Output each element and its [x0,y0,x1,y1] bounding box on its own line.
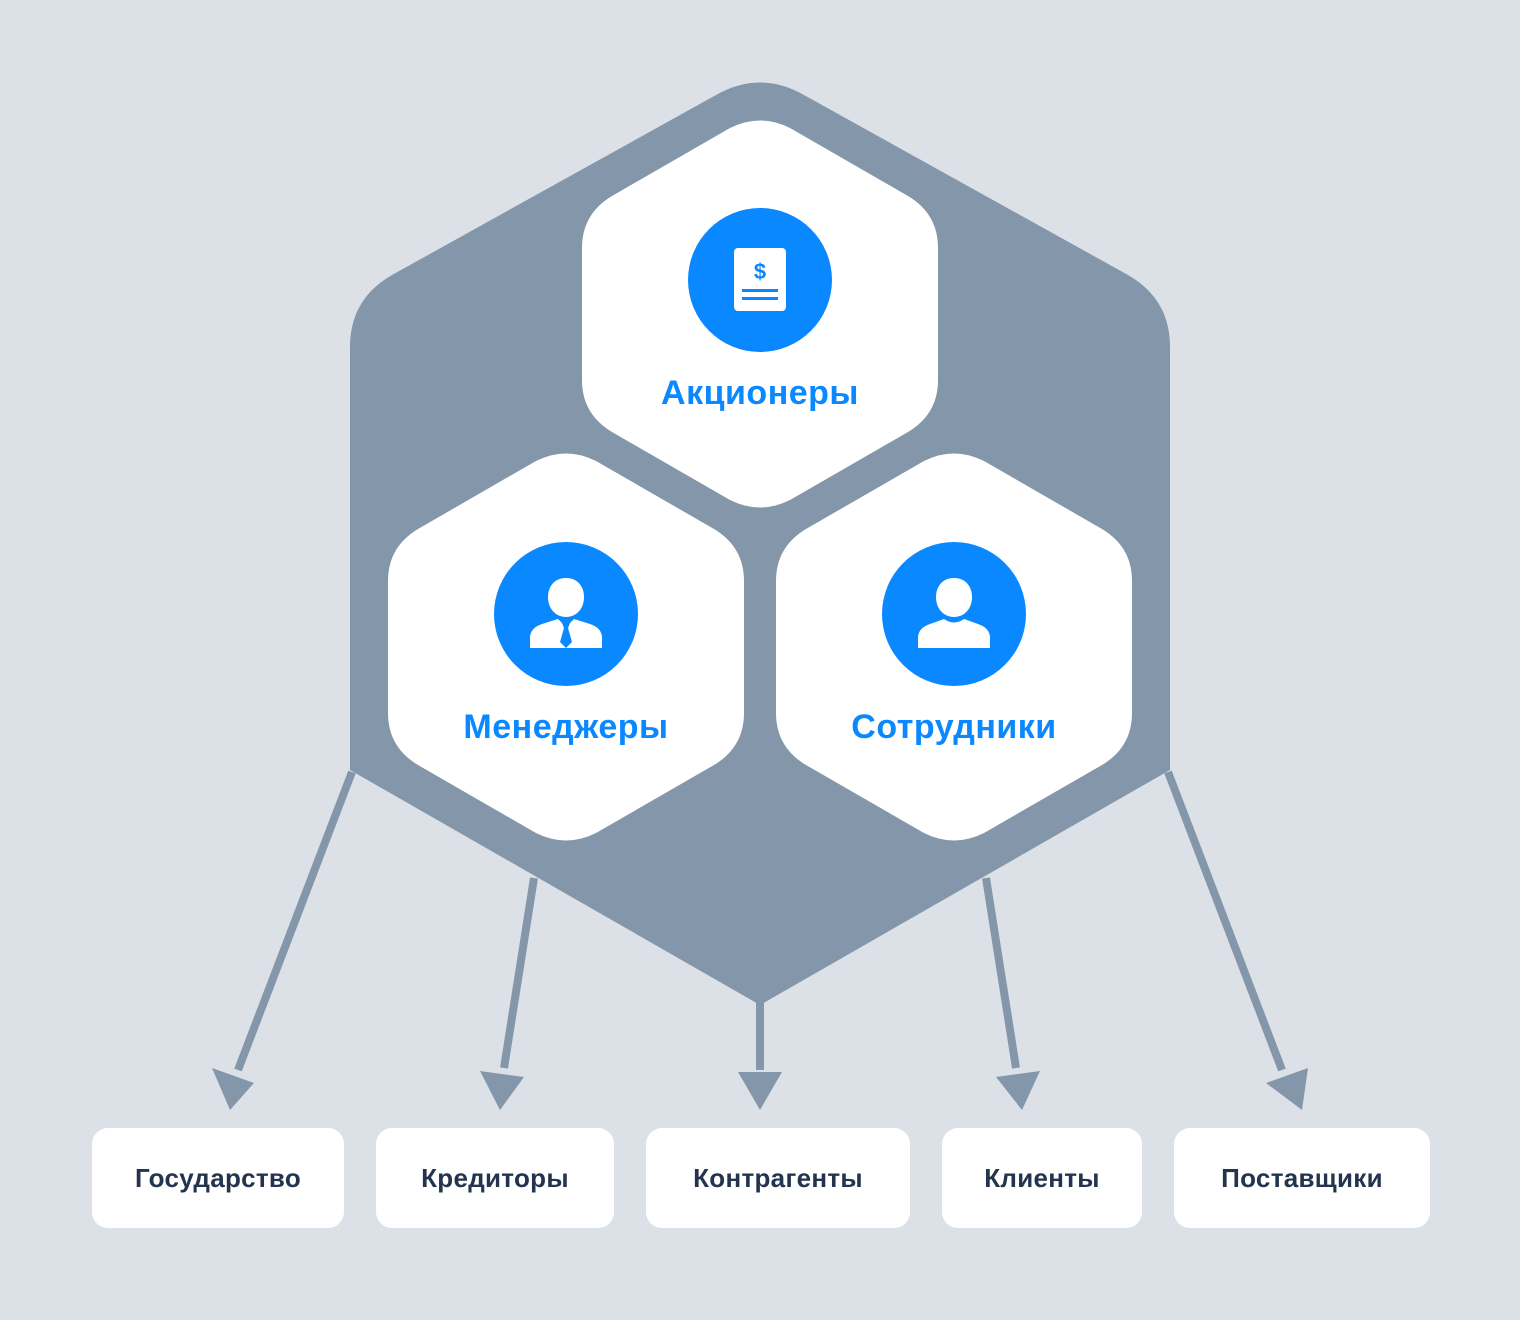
box-gosudarstvo: Государство [92,1128,344,1228]
box-label-kontragenty: Контрагенты [693,1162,863,1193]
arrow-to-kreditory [480,877,538,1110]
box-label-klienty: Клиенты [984,1162,1100,1193]
box-kreditory: Кредиторы [376,1128,614,1228]
hexagon-sotrudniki [776,453,1132,841]
arrow-to-postavshchiki [1164,770,1308,1110]
arrow-to-gosudarstvo [212,770,356,1110]
svg-text:$: $ [754,259,766,284]
menedzhery-label: Менеджеры [463,708,669,746]
box-label-postavshchiki: Поставщики [1221,1162,1383,1193]
akcionery-label: Акционеры [661,374,859,412]
box-klienty: Клиенты [942,1128,1142,1228]
box-label-gosudarstvo: Государство [134,1162,302,1193]
arrow-to-kontragenty [738,1002,782,1110]
box-postavshchiki: Поставщики [1174,1128,1430,1228]
hexagon-menedzhery [388,453,744,841]
hexagon-akcionery: $ [582,120,938,508]
box-label-kreditory: Кредиторы [421,1162,569,1193]
employee-icon [918,578,990,648]
manager-icon [530,578,602,648]
arrow-to-klienty [982,877,1040,1110]
arrows [212,770,1308,1110]
sotrudniki-label: Сотрудники [851,708,1057,746]
document-dollar-icon: $ [734,248,786,311]
box-kontragenty: Контрагенты [646,1128,910,1228]
